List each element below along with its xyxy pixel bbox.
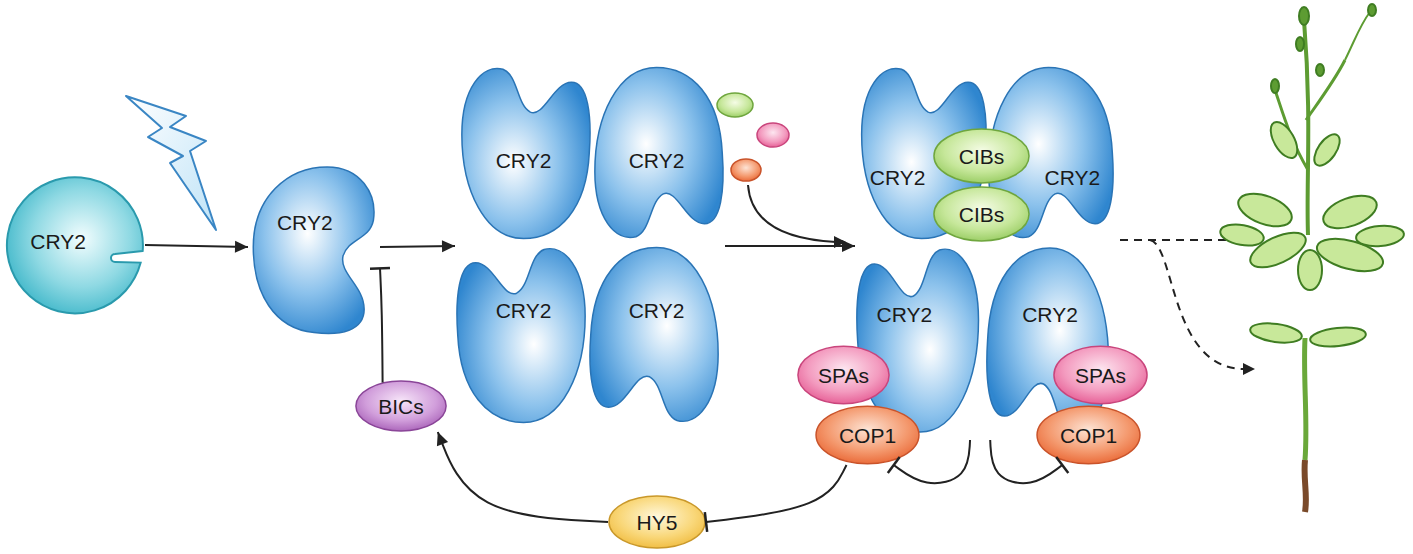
activation-arrow (438, 432, 608, 522)
cry2-tetramer-unit: CRY2 (455, 240, 592, 430)
protein-shape (253, 167, 374, 334)
seedling (1249, 320, 1367, 512)
cib-protein: CIBs (933, 128, 1030, 184)
arrow-head (437, 432, 448, 446)
protein-label: BICs (378, 396, 424, 417)
flowering-plant (1219, 4, 1405, 290)
protein-shape (462, 69, 590, 239)
protein-label: CRY2 (1045, 167, 1101, 188)
protein-shape (590, 248, 718, 422)
protein-label: CRY2 (30, 230, 86, 251)
partner-dot-orange (731, 159, 761, 181)
protein-label: SPAs (1075, 365, 1126, 386)
protein-label: CRY2 (1022, 304, 1078, 325)
connector-group (437, 432, 608, 522)
connector-group (380, 240, 455, 252)
protein-shape (798, 346, 889, 404)
protein-label: SPAs (818, 365, 869, 386)
cry2-tetramer-unit: CRY2 (455, 60, 592, 246)
cop1-protein: COP1 (815, 405, 920, 465)
spa-protein: SPAs (797, 345, 890, 405)
protein-label: HY5 (637, 512, 678, 533)
connector-group (725, 240, 855, 252)
protein-label: CIBs (959, 204, 1005, 225)
connector-group (370, 268, 390, 383)
protein-shape (7, 177, 143, 313)
protein-shape (457, 249, 585, 423)
protein-label: CRY2 (629, 150, 685, 171)
inhibition-bar (370, 267, 390, 270)
protein-shape (816, 406, 919, 464)
protein-label: CRY2 (877, 304, 933, 325)
cop1-protein: COP1 (1036, 405, 1141, 465)
protein-shape (609, 496, 705, 548)
light-bolt (126, 96, 216, 230)
bic-protein: BICs (355, 380, 447, 432)
protein-shape (934, 129, 1029, 183)
partner-dot-green (717, 93, 753, 117)
activation-arrow (380, 246, 455, 247)
connector-group (705, 465, 847, 532)
node-outline (248, 158, 380, 336)
activation-arrow (725, 245, 855, 247)
arrow-head (235, 241, 248, 253)
cib-protein: CIBs (933, 186, 1030, 242)
protein-shape (356, 381, 446, 431)
protein-shape (595, 67, 723, 237)
protein-label: CRY2 (496, 300, 552, 321)
arrow-head (842, 240, 855, 252)
dashed-arrow-head (1243, 363, 1255, 375)
partner-dot-pink (757, 123, 789, 147)
inhibition-line (380, 268, 383, 382)
protein-label: CRY2 (496, 150, 552, 171)
activation-arrow (145, 245, 248, 247)
hy5-protein: HY5 (608, 495, 706, 549)
arrow-head (442, 240, 455, 252)
protein-shape (1037, 406, 1140, 464)
cry2-tetramer-unit: CRY2 (588, 60, 725, 246)
protein-label: CRY2 (629, 300, 685, 321)
inactive-cry2: CRY2 (5, 175, 145, 315)
inhibition-line (706, 465, 847, 522)
protein-shape (857, 249, 979, 432)
node-outline (455, 240, 592, 430)
connector-group (145, 241, 248, 253)
protein-label: COP1 (1060, 425, 1117, 446)
protein-label: CRY2 (870, 167, 926, 188)
protein-label: CIBs (959, 146, 1005, 167)
cry2-tetramer-unit: CRY2 (588, 240, 725, 430)
binding-arrow-head (834, 236, 846, 248)
protein-label: COP1 (839, 425, 896, 446)
binding-arrow (748, 185, 836, 242)
active-cry2: CRY2 (248, 158, 380, 336)
protein-shape (934, 187, 1029, 241)
spa-protein: SPAs (1053, 345, 1148, 405)
node-outline (588, 240, 725, 430)
dashed-output-arrow (1150, 240, 1243, 369)
protein-label: CRY2 (277, 212, 333, 233)
protein-shape (1054, 346, 1147, 404)
